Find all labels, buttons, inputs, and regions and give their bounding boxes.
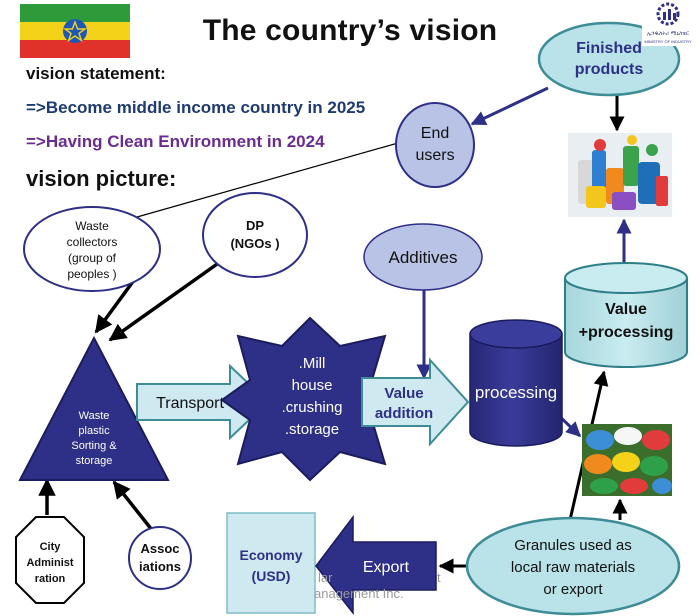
waste-collectors-node: Waste collectors (group of peoples ): [23, 206, 161, 292]
end-users-label-1: End: [421, 125, 449, 142]
mill-house-label-4: .storage: [285, 421, 339, 438]
page-title: The country’s vision: [202, 14, 498, 47]
granules-label-2: local raw materials: [511, 559, 635, 576]
mill-house-label-3: .crushing: [282, 399, 343, 416]
transport-arrow: Transport: [136, 363, 270, 441]
granules-label-1: Granules used as: [514, 537, 632, 554]
economy-node: Economy (USD): [226, 512, 316, 614]
additives-label: Additives: [389, 248, 458, 267]
dp-label-1: DP: [246, 218, 264, 233]
associations-node: Assoc iations: [128, 526, 192, 590]
vision-statement-line-2: =>Having Clean Environment in 2024: [26, 132, 325, 151]
end-users-label-2: users: [415, 147, 454, 164]
waste-collectors-label-1: Waste: [75, 219, 109, 233]
economy-label-1: Economy: [239, 547, 302, 563]
plastic-granules-photo: [582, 424, 672, 496]
value-processing-label-2: +processing: [579, 324, 674, 341]
granules-node: Granules used as local raw materials or …: [465, 516, 681, 616]
waste-plastic-label-1: Waste: [79, 410, 110, 422]
mill-house-label-2: house: [292, 377, 333, 394]
transport-label: Transport: [156, 395, 224, 412]
value-processing-node: Value +processing: [564, 262, 688, 368]
associations-label-2: iations: [139, 559, 181, 574]
watermark-fragment-3: anagement Inc.: [314, 586, 404, 601]
processing-label: processing: [475, 383, 557, 402]
finished-products-label-1: Finished: [576, 40, 642, 57]
finished-products-label-2: products: [575, 61, 644, 78]
waste-plastic-label-3: Sorting &: [71, 440, 117, 452]
dp-label-2: (NGOs ): [230, 236, 279, 251]
additives-node: Additives: [363, 223, 483, 291]
mill-house-node: .Mill house .crushing .storage: [220, 316, 404, 482]
watermark-fragment-2: t: [437, 570, 441, 585]
logo-text-english: MINISTRY OF INDUSTRY: [644, 39, 691, 44]
granules-label-3: or export: [543, 581, 603, 598]
city-admin-label-3: ration: [35, 573, 66, 585]
city-admin-label-1: City: [40, 541, 62, 553]
associations-label-1: Assoc: [140, 541, 179, 556]
waste-collectors-label-4: peoples ): [67, 267, 116, 281]
economy-label-2: (USD): [252, 568, 291, 584]
export-label: Export: [363, 559, 410, 576]
watermark-fragment-1: lar: [318, 570, 333, 585]
value-processing-label-1: Value: [605, 301, 647, 318]
city-admin-label-2: Administ: [26, 557, 73, 569]
ministry-logo-icon: ኢንዱስትሪ ሚኒስቴር MINISTRY OF INDUSTRY: [642, 0, 696, 46]
arrow-products-to-endusers: [470, 86, 549, 126]
ethiopia-flag-icon: [20, 4, 130, 58]
dp-ngos-node: DP (NGOs ): [202, 192, 308, 278]
waste-collectors-label-3: (group of: [68, 251, 117, 265]
arrow-dp-to-waste: [108, 260, 222, 342]
value-addition-label-2: addition: [375, 405, 433, 422]
value-addition-arrow: Value addition: [361, 357, 470, 447]
waste-plastic-label-4: storage: [76, 455, 113, 467]
processing-node: processing: [469, 319, 563, 447]
vision-statement-line-1: =>Become middle income country in 2025: [26, 98, 366, 117]
waste-plastic-node: Waste plastic Sorting & storage: [18, 335, 170, 481]
value-addition-label-1: Value: [384, 385, 423, 402]
arrow-assoc-to-waste: [112, 480, 154, 532]
waste-collectors-label-2: collectors: [67, 235, 118, 249]
city-administration-node: City Administ ration: [15, 516, 85, 604]
logo-text-amharic: ኢንዱስትሪ ሚኒስቴር: [647, 31, 689, 37]
connector-endusers-collectors: [129, 142, 399, 220]
export-arrow: Export: [315, 514, 437, 616]
vision-statement-label: vision statement:: [26, 64, 166, 83]
waste-plastic-label-2: plastic: [78, 425, 110, 437]
plastic-products-photo: [568, 133, 672, 217]
vision-picture-label: vision picture:: [26, 166, 177, 191]
mill-house-label-1: .Mill: [299, 355, 326, 372]
end-users-node: End users: [395, 102, 475, 188]
